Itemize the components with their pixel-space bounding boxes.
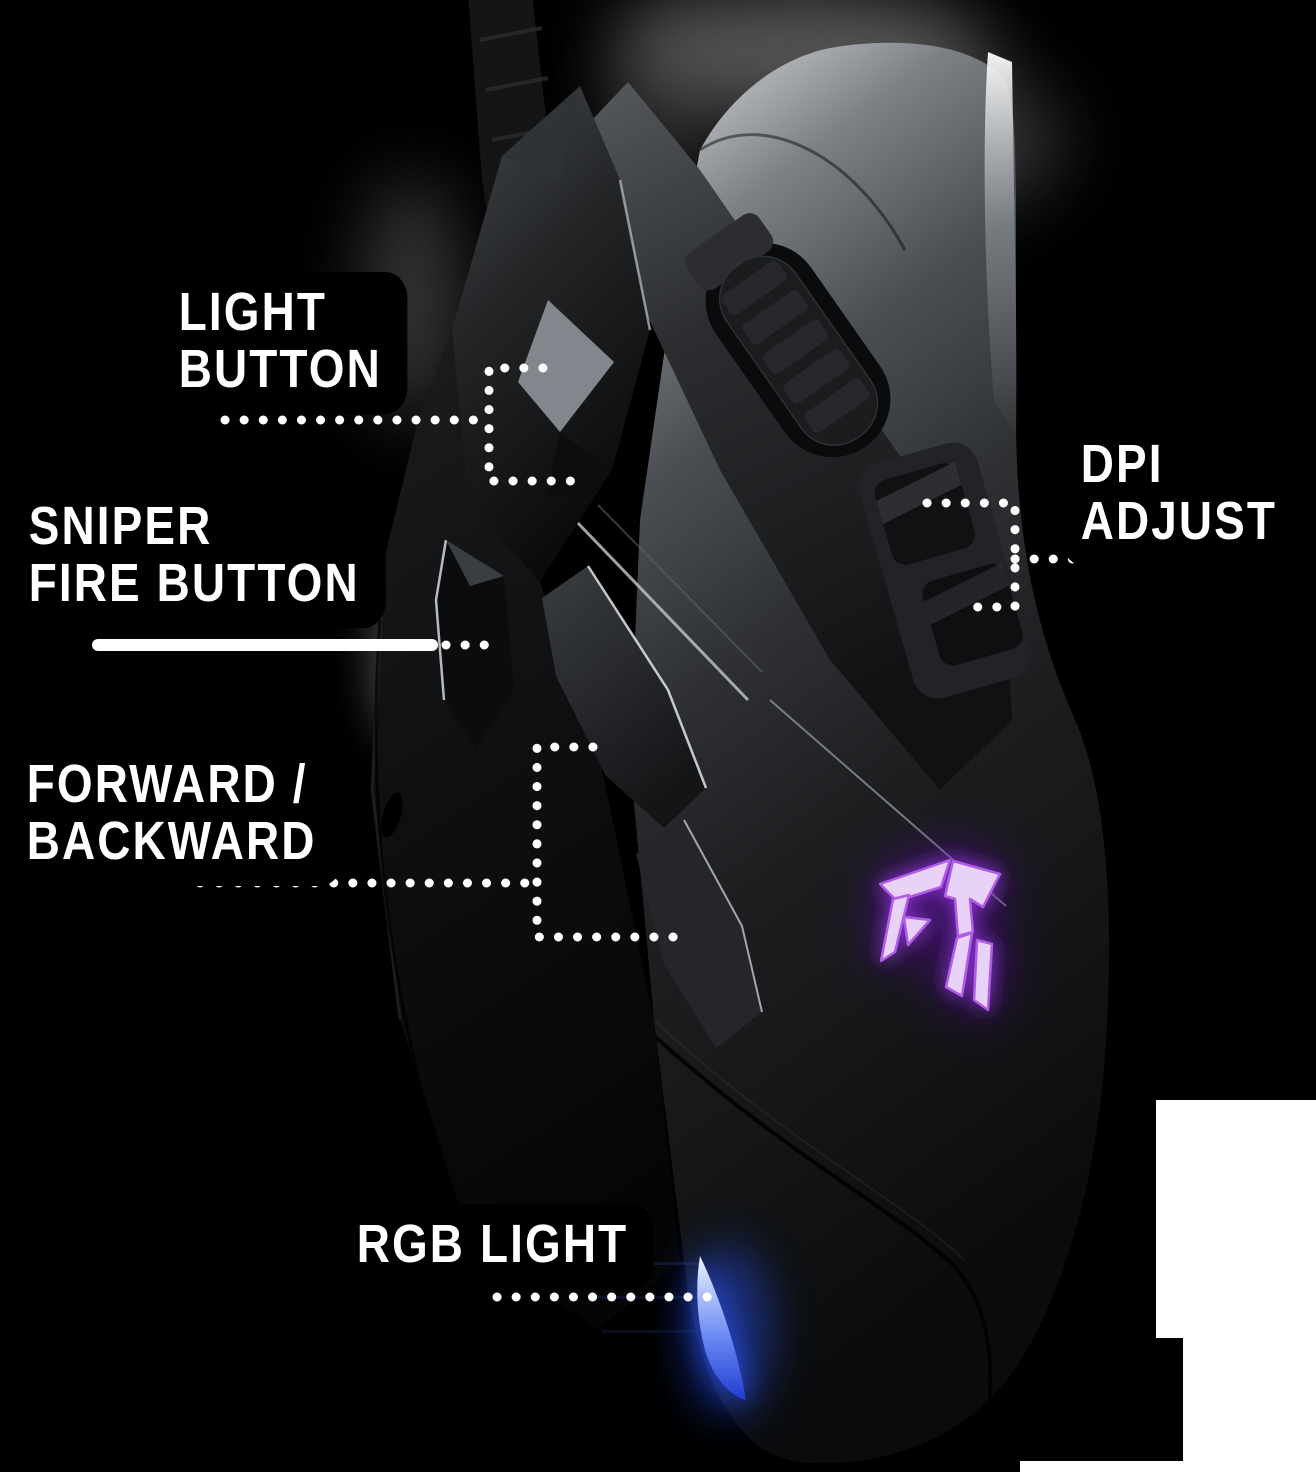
callout-forward-backward: FORWARD / BACKWARD [8, 744, 401, 886]
page-background-notch [1020, 1100, 1316, 1472]
label-line: SNIPER [28, 496, 213, 556]
label-line: BACKWARD [26, 811, 317, 871]
callout-rgb-light: RGB LIGHT [338, 1204, 709, 1289]
label-line: ADJUST [1080, 491, 1278, 551]
label-box: LIGHT BUTTON [160, 272, 408, 414]
label-box: SNIPER FIRE BUTTON [10, 486, 386, 628]
scroll-wheel [685, 213, 891, 458]
label-box: RGB LIGHT [338, 1204, 654, 1289]
label-box: DPI ADJUST [1062, 424, 1316, 566]
label-line: RGB LIGHT [356, 1214, 629, 1274]
callout-light-button: LIGHT BUTTON [160, 272, 451, 414]
callout-sniper-fire-button: SNIPER FIRE BUTTON [10, 486, 452, 628]
callout-dpi-adjust: DPI ADJUST [1062, 424, 1316, 566]
label-box: FORWARD / BACKWARD [8, 744, 343, 886]
label-line: FORWARD / [26, 754, 308, 814]
label-line: LIGHT [178, 282, 328, 342]
brand-logo [878, 858, 1002, 1012]
label-line: DPI [1080, 434, 1164, 494]
label-line: BUTTON [178, 339, 382, 399]
label-line: FIRE BUTTON [28, 553, 360, 613]
